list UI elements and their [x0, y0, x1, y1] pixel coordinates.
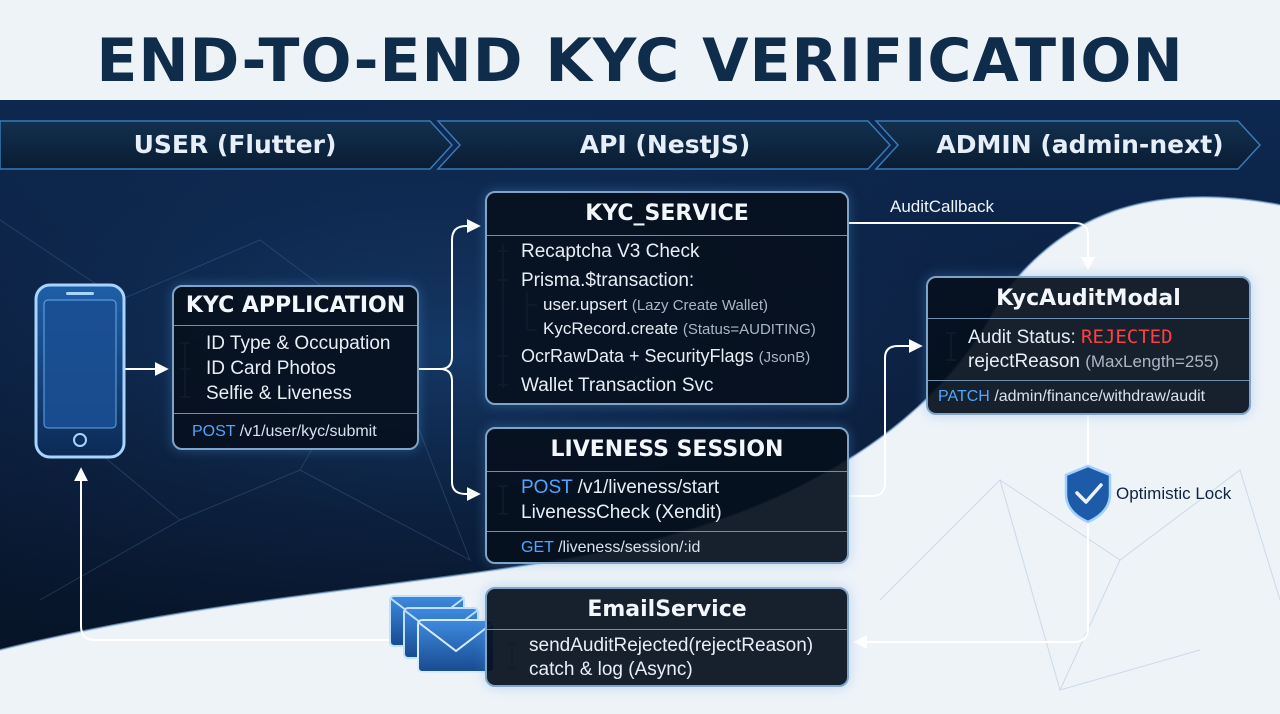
kyc-service-box: KYC_SERVICE Recaptcha V3 Check Prisma.$t… [485, 191, 849, 405]
endpoint-path: /v1/user/kyc/submit [239, 423, 377, 440]
shield-check-icon [1064, 464, 1112, 524]
ocr-note: (JsonB) [758, 349, 811, 366]
kyc-audit-modal-title: KycAuditModal [996, 286, 1181, 311]
send-audit-rejected-step: sendAuditRejected(rejectReason) [529, 635, 814, 656]
divider [487, 531, 847, 532]
http-method: POST [521, 477, 573, 498]
kyc-application-box: KYC APPLICATION ID Type & Occupation ID … [172, 285, 419, 450]
divider [487, 471, 847, 472]
liveness-session-title: LIVENESS SESSION [550, 437, 784, 462]
liveness-start-endpoint: POST /v1/liveness/start [521, 477, 719, 499]
catch-log-step: catch & log (Async) [529, 659, 693, 680]
lane-admin: ADMIN (admin-next) [936, 130, 1224, 159]
audit-status-label: Audit Status: [968, 327, 1076, 348]
wallet-step: Wallet Transaction Svc [521, 375, 714, 396]
envelope-stack-icon [389, 595, 495, 673]
http-method: PATCH [938, 388, 990, 405]
kyc-service-title: KYC_SERVICE [585, 201, 749, 226]
divider [928, 318, 1249, 319]
kyc-application-item: Selfie & Liveness [206, 383, 352, 404]
audit-status-row: Audit Status: REJECTED [968, 326, 1173, 349]
email-service-box: EmailService sendAuditRejected(rejectRea… [485, 587, 849, 687]
divider [928, 380, 1249, 381]
recaptcha-step: Recaptcha V3 Check [521, 241, 700, 262]
reject-reason-row: rejectReason (MaxLength=255) [968, 351, 1219, 373]
upsert-note: (Lazy Create Wallet) [631, 297, 768, 314]
http-method: POST [192, 423, 236, 440]
smartphone-icon [34, 283, 126, 459]
upsert-step: user.upsert (Lazy Create Wallet) [543, 295, 768, 315]
reject-reason-label: rejectReason [968, 351, 1080, 372]
liveness-session-box: LIVENESS SESSION POST /v1/liveness/start… [485, 427, 849, 564]
http-method: GET [521, 539, 554, 556]
liveness-check-step: LivenessCheck (Xendit) [521, 502, 722, 523]
divider [487, 629, 847, 630]
kyc-application-item: ID Type & Occupation [206, 333, 391, 354]
transaction-step: Prisma.$transaction: [521, 270, 695, 291]
endpoint-path: /v1/liveness/start [577, 477, 720, 498]
divider [174, 413, 417, 414]
ocr-step: OcrRawData + SecurityFlags (JsonB) [521, 346, 810, 367]
reject-reason-note: (MaxLength=255) [1085, 352, 1219, 371]
endpoint-path: /liveness/session/:id [558, 539, 701, 556]
endpoint-path: /admin/finance/withdraw/audit [994, 388, 1206, 405]
audit-patch-endpoint: PATCH /admin/finance/withdraw/audit [938, 388, 1205, 406]
lane-api: API (NestJS) [579, 130, 751, 159]
audit-status-value: REJECTED [1081, 326, 1173, 348]
kyc-submit-endpoint: POST /v1/user/kyc/submit [192, 423, 377, 441]
ocr-label: OcrRawData + SecurityFlags [521, 346, 754, 366]
create-note: (Status=AUDITING) [682, 321, 816, 338]
divider [174, 325, 417, 326]
create-label: KycRecord.create [543, 319, 679, 338]
divider [487, 235, 847, 236]
audit-callback-label: AuditCallback [890, 197, 994, 216]
diagram-title: END-TO-END KYC VERIFICATION [96, 26, 1184, 96]
create-step: KycRecord.create (Status=AUDITING) [543, 319, 816, 339]
kyc-application-title: KYC APPLICATION [185, 293, 406, 318]
optimistic-lock-label: Optimistic Lock [1116, 484, 1232, 503]
kyc-audit-modal-box: KycAuditModal Audit Status: REJECTED rej… [926, 276, 1251, 415]
email-service-title: EmailService [587, 597, 747, 622]
lane-user: USER (Flutter) [133, 130, 337, 159]
kyc-application-item: ID Card Photos [206, 358, 336, 379]
liveness-get-endpoint: GET /liveness/session/:id [521, 539, 700, 557]
upsert-label: user.upsert [543, 295, 628, 314]
